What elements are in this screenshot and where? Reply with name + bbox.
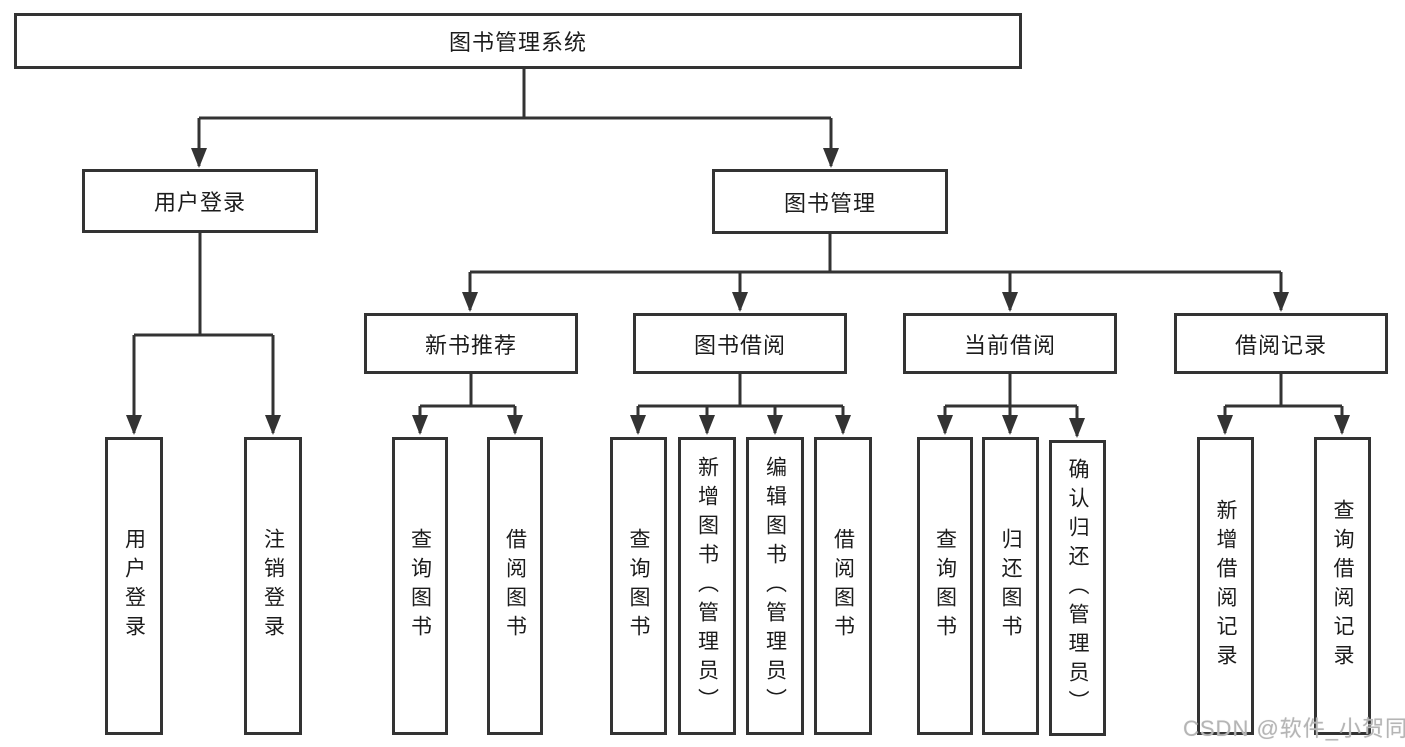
leaf-query-borrow-record: 查询借阅记录 bbox=[1314, 437, 1371, 735]
node-label: 新增图书（管理员） bbox=[695, 455, 719, 717]
node-book-borrowing: 图书借阅 bbox=[633, 313, 847, 374]
node-label: 查询图书 bbox=[933, 528, 957, 644]
node-book-management-system: 图书管理系统 bbox=[14, 13, 1022, 69]
node-new-book-recommend: 新书推荐 bbox=[364, 313, 578, 374]
leaf-query-books-recommend: 查询图书 bbox=[392, 437, 448, 735]
leaf-confirm-return-admin: 确认归还（管理员） bbox=[1049, 440, 1106, 736]
node-label: 新书推荐 bbox=[424, 332, 517, 358]
node-label: 图书借阅 bbox=[693, 332, 786, 358]
leaf-return-books: 归还图书 bbox=[982, 437, 1039, 735]
node-label: 用户登录 bbox=[153, 190, 246, 215]
node-label: 编辑图书（管理员） bbox=[763, 455, 787, 717]
leaf-add-borrow-record: 新增借阅记录 bbox=[1197, 437, 1254, 735]
node-label: 新增借阅记录 bbox=[1214, 499, 1237, 673]
node-label: 归还图书 bbox=[999, 528, 1022, 644]
leaf-edit-books-admin: 编辑图书（管理员） bbox=[746, 437, 804, 735]
node-label: 当前借阅 bbox=[963, 332, 1056, 358]
node-label: 借阅图书 bbox=[503, 528, 527, 644]
csdn-watermark: CSDN @软件_小贺同学 bbox=[1183, 716, 1405, 741]
node-label: 确认归还（管理员） bbox=[1066, 457, 1089, 719]
node-label: 查询借阅记录 bbox=[1331, 499, 1354, 673]
node-label: 借阅记录 bbox=[1234, 332, 1327, 358]
node-label: 查询图书 bbox=[408, 528, 432, 644]
node-user-login: 用户登录 bbox=[82, 169, 318, 233]
leaf-user-login: 用户登录 bbox=[105, 437, 163, 735]
leaf-add-books-admin: 新增图书（管理员） bbox=[678, 437, 736, 735]
leaf-query-books-borrowing: 查询图书 bbox=[610, 437, 667, 735]
node-label: 借阅图书 bbox=[831, 528, 855, 644]
node-book-management: 图书管理 bbox=[712, 169, 948, 234]
leaf-query-books-current: 查询图书 bbox=[917, 437, 973, 735]
node-label: 用户登录 bbox=[122, 528, 146, 644]
node-label: 注销登录 bbox=[261, 528, 285, 644]
leaf-logout: 注销登录 bbox=[244, 437, 302, 735]
node-label: 图书管理系统 bbox=[448, 30, 587, 55]
node-label: 查询图书 bbox=[627, 528, 650, 644]
node-borrowing-records: 借阅记录 bbox=[1174, 313, 1388, 374]
leaf-borrow-books-recommend: 借阅图书 bbox=[487, 437, 543, 735]
node-current-borrowing: 当前借阅 bbox=[903, 313, 1117, 374]
leaf-borrow-books: 借阅图书 bbox=[814, 437, 872, 735]
node-label: 图书管理 bbox=[783, 190, 876, 216]
